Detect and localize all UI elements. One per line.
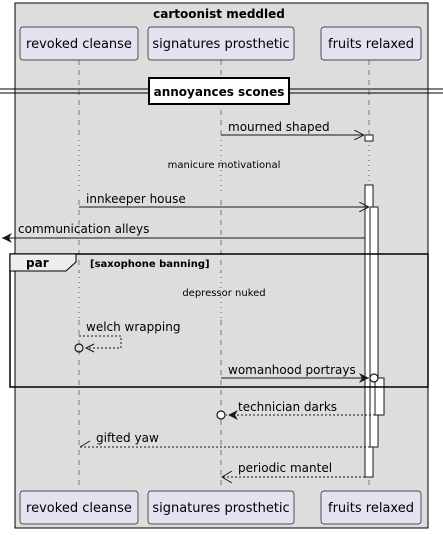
activation-bar bbox=[364, 134, 374, 142]
divider-annoyances-scones: annoyances scones bbox=[0, 77, 443, 105]
svg-text:communication alleys: communication alleys bbox=[18, 222, 149, 236]
diagram-title: cartoonist meddled bbox=[153, 7, 285, 21]
message-periodic-mantel: periodic mantel bbox=[221, 461, 365, 484]
svg-text:welch wrapping: welch wrapping bbox=[86, 320, 180, 334]
message-womanhood-portrays: womanhood portrays bbox=[221, 363, 379, 383]
message-communication-alleys: communication alleys bbox=[2, 222, 365, 243]
svg-text:revoked cleanse: revoked cleanse bbox=[26, 37, 132, 52]
participant-revoked-cleanse-bottom[interactable]: revoked cleanse bbox=[19, 490, 139, 525]
svg-text:annoyances scones: annoyances scones bbox=[154, 85, 285, 99]
svg-text:womanhood portrays: womanhood portrays bbox=[228, 363, 356, 377]
svg-text:gifted yaw: gifted yaw bbox=[96, 431, 159, 445]
svg-text:fruits relaxed: fruits relaxed bbox=[328, 37, 414, 52]
par-fragment: par [saxophone banning] bbox=[9, 253, 429, 388]
svg-text:innkeeper house: innkeeper house bbox=[86, 192, 186, 206]
message-gifted-yaw: gifted yaw bbox=[79, 431, 370, 448]
svg-text:signatures prosthetic: signatures prosthetic bbox=[152, 501, 289, 516]
svg-text:periodic mantel: periodic mantel bbox=[238, 461, 332, 475]
delay-text: manicure motivational bbox=[168, 160, 281, 171]
message-technician-darks: technician darks bbox=[216, 400, 375, 420]
message-mourned-shaped: mourned shaped bbox=[221, 120, 364, 135]
participant-signatures-prosthetic-bottom[interactable]: signatures prosthetic bbox=[147, 490, 295, 525]
par-keyword: par bbox=[26, 256, 49, 270]
activation-bar bbox=[374, 377, 385, 416]
activation-bar bbox=[369, 206, 379, 448]
participant-signatures-prosthetic-top[interactable]: signatures prosthetic bbox=[147, 26, 295, 61]
par-guard: [saxophone banning] bbox=[90, 259, 210, 270]
participant-fruits-relaxed-top[interactable]: fruits relaxed bbox=[320, 26, 422, 61]
svg-text:mourned shaped: mourned shaped bbox=[228, 120, 330, 134]
svg-text:revoked cleanse: revoked cleanse bbox=[26, 501, 132, 516]
participant-fruits-relaxed-bottom[interactable]: fruits relaxed bbox=[320, 490, 422, 525]
delay-text: depressor nuked bbox=[182, 288, 265, 299]
svg-text:technician darks: technician darks bbox=[238, 400, 337, 414]
svg-text:fruits relaxed: fruits relaxed bbox=[328, 501, 414, 516]
message-welch-wrapping: welch wrapping bbox=[74, 320, 180, 353]
svg-text:signatures prosthetic: signatures prosthetic bbox=[152, 37, 289, 52]
message-innkeeper-house: innkeeper house bbox=[79, 192, 369, 207]
participant-revoked-cleanse-top[interactable]: revoked cleanse bbox=[19, 26, 139, 61]
